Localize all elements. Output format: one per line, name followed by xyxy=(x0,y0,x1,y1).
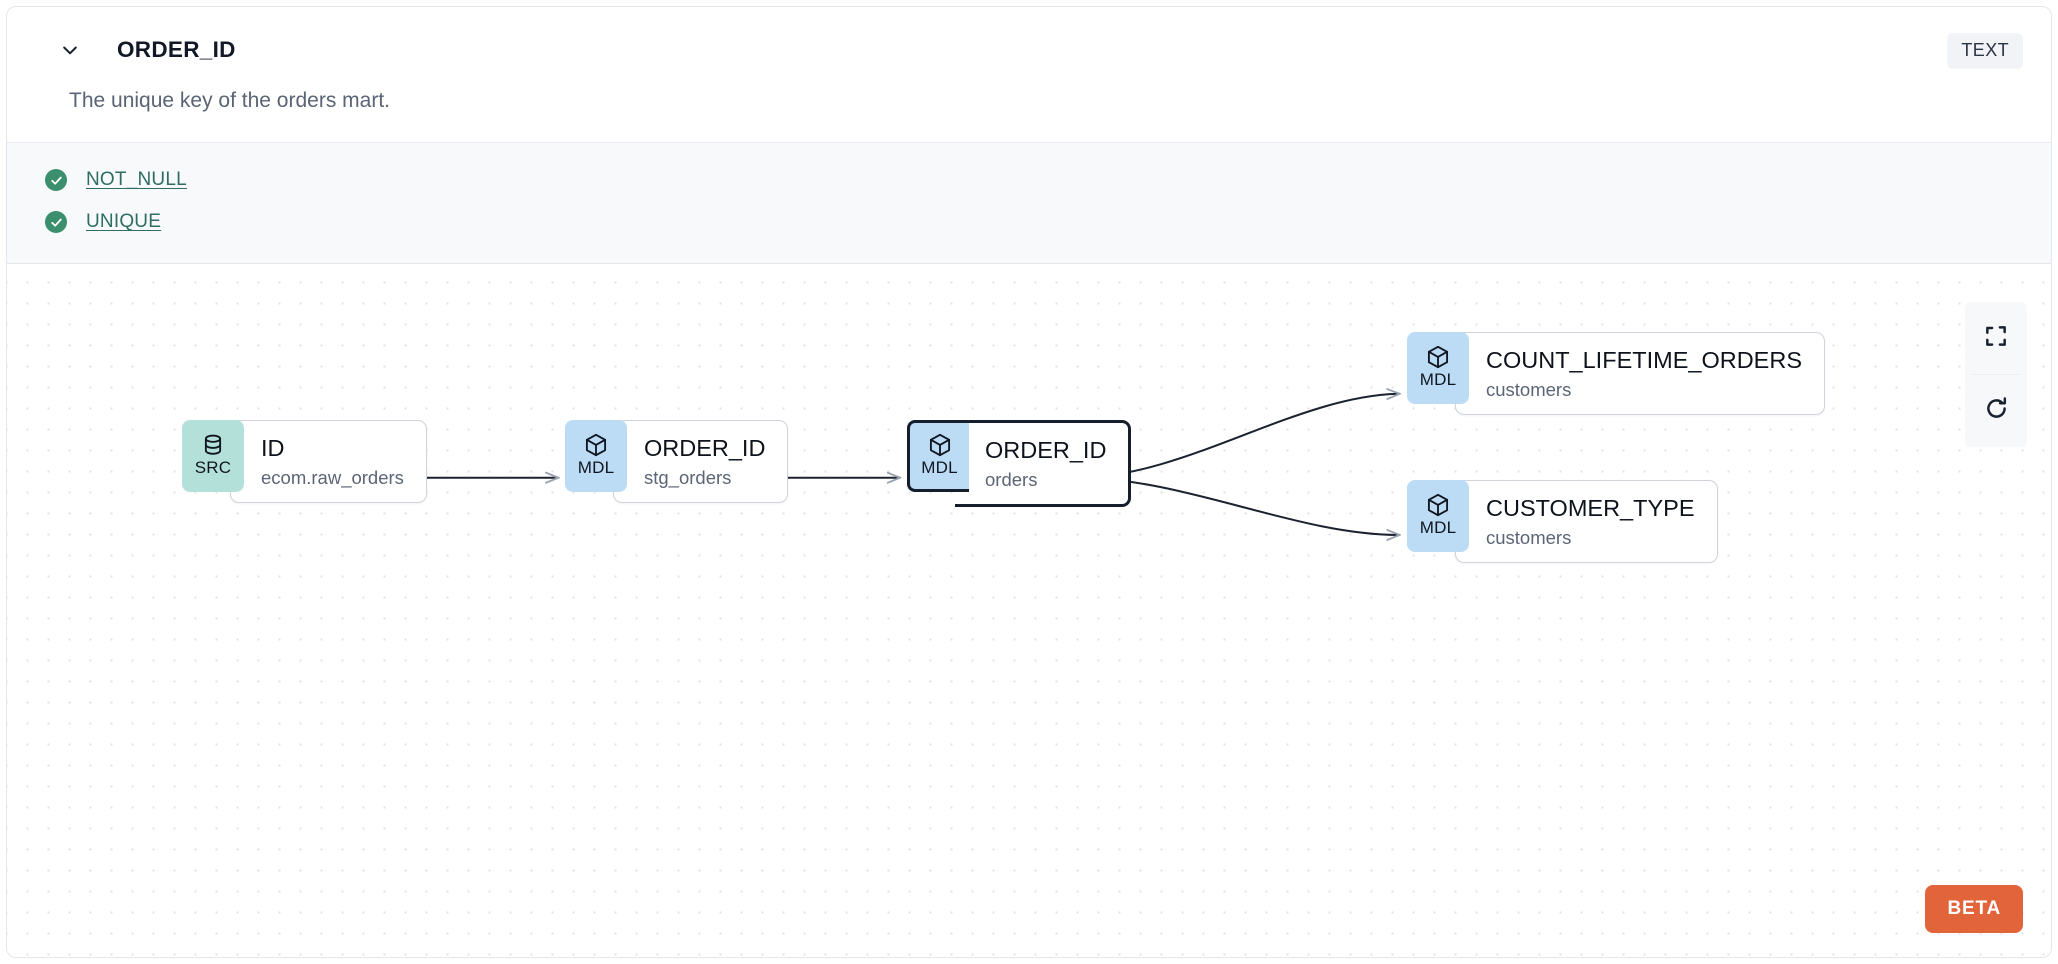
check-circle-icon xyxy=(45,169,67,192)
lineage-node-mdl-customer-type[interactable]: MDL CUSTOMER_TYPE customers xyxy=(1407,480,1718,564)
node-body: CUSTOMER_TYPE customers xyxy=(1455,480,1718,564)
node-body: COUNT_LIFETIME_ORDERS customers xyxy=(1455,332,1825,416)
lineage-node-src-id[interactable]: SRC ID ecom.raw_orders xyxy=(182,420,427,504)
node-badge-label: MDL xyxy=(921,458,958,478)
node-badge-label: MDL xyxy=(1419,370,1457,390)
check-circle-icon xyxy=(45,211,67,234)
node-badge-mdl: MDL xyxy=(565,420,627,493)
test-link-not-null[interactable]: NOT_NULL xyxy=(86,169,187,191)
lineage-flow: SRC ID ecom.raw_orders xyxy=(7,264,2051,957)
cube-icon xyxy=(1425,492,1451,519)
chevron-down-icon[interactable] xyxy=(53,33,87,67)
column-type-badge: TEXT xyxy=(1947,33,2023,69)
fit-view-button[interactable] xyxy=(1965,302,2027,375)
node-badge-src: SRC xyxy=(182,420,244,493)
node-badge-label: MDL xyxy=(1419,518,1457,538)
node-name: ORDER_ID xyxy=(644,435,766,462)
lineage-node-mdl-stg-orders[interactable]: MDL ORDER_ID stg_orders xyxy=(565,420,789,504)
test-row: UNIQUE xyxy=(7,201,2051,243)
node-subtitle: customers xyxy=(1486,378,1572,400)
tests-section: NOT_NULL UNIQUE xyxy=(7,142,2051,265)
node-subtitle: ecom.raw_orders xyxy=(261,466,404,488)
lineage-node-mdl-orders[interactable]: MDL ORDER_ID orders xyxy=(907,420,1132,595)
node-body: ID ecom.raw_orders xyxy=(230,420,427,504)
test-row: NOT_NULL xyxy=(7,159,2051,201)
canvas-controls xyxy=(1965,302,2027,448)
beta-badge[interactable]: BETA xyxy=(1925,885,2023,933)
node-badge-label: MDL xyxy=(577,458,615,478)
node-body: ORDER_ID stg_orders xyxy=(613,420,789,504)
lineage-canvas[interactable]: SRC ID ecom.raw_orders xyxy=(7,264,2051,957)
column-header: ORDER_ID TEXT The unique key of the orde… xyxy=(7,7,2051,114)
reset-button[interactable] xyxy=(1965,375,2027,448)
cube-icon xyxy=(1425,344,1451,371)
node-body: ORDER_ID orders xyxy=(955,420,1132,508)
test-link-unique[interactable]: UNIQUE xyxy=(86,211,162,233)
fit-view-icon xyxy=(1983,323,2009,354)
node-badge-mdl: MDL xyxy=(907,420,969,493)
column-description: The unique key of the orders mart. xyxy=(69,89,390,112)
column-detail-card: ORDER_ID TEXT The unique key of the orde… xyxy=(6,6,2052,958)
controls-divider xyxy=(1971,374,2021,376)
refresh-icon xyxy=(1983,395,2010,427)
node-name: CUSTOMER_TYPE xyxy=(1486,495,1695,522)
cube-icon xyxy=(583,432,609,459)
lineage-node-mdl-count-lifetime-orders[interactable]: MDL COUNT_LIFETIME_ORDERS customers xyxy=(1407,332,1825,416)
node-name: COUNT_LIFETIME_ORDERS xyxy=(1486,347,1802,374)
node-subtitle: orders xyxy=(985,468,1038,490)
node-name: ORDER_ID xyxy=(985,437,1107,464)
node-subtitle: customers xyxy=(1486,526,1572,548)
node-badge-mdl: MDL xyxy=(1407,332,1469,405)
node-name: ID xyxy=(261,435,285,462)
node-badge-label: SRC xyxy=(194,458,232,478)
cube-icon xyxy=(927,432,953,459)
node-subtitle: stg_orders xyxy=(644,466,732,488)
page-title: ORDER_ID xyxy=(117,37,236,62)
database-icon xyxy=(200,432,226,459)
node-badge-mdl: MDL xyxy=(1407,480,1469,553)
